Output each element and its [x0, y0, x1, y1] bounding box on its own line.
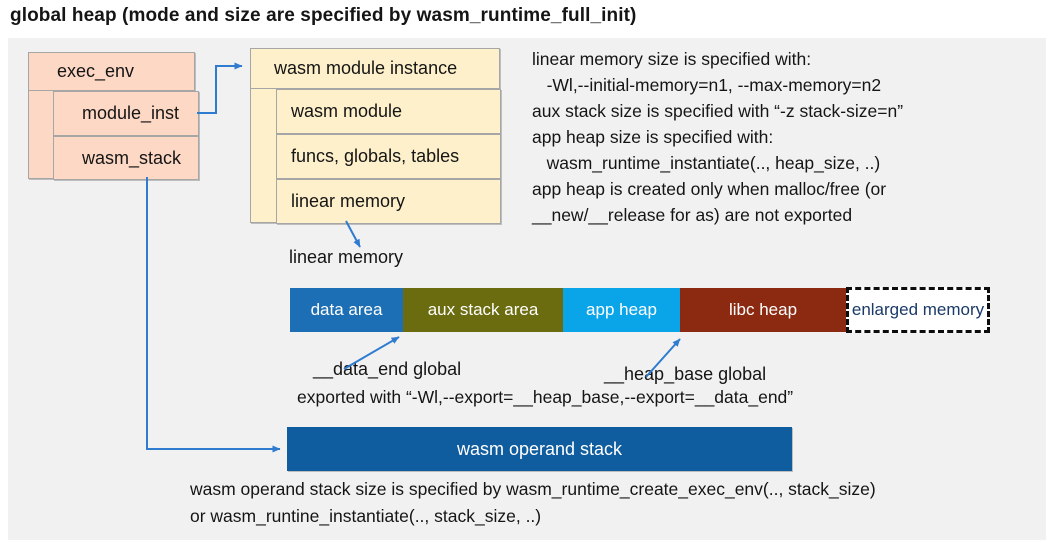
- footer-note: or wasm_runtine_instantiate(.., stack_si…: [190, 506, 542, 526]
- exec-env-title: exec_env: [29, 53, 194, 91]
- segment-enlarged-memory: enlarged memory: [846, 287, 990, 333]
- data-end-global-label: __data_end global: [313, 359, 462, 379]
- note-line: wasm_runtime_instantiate(.., heap_size, …: [532, 153, 881, 173]
- wasm-module-instance-title: wasm module instance: [251, 49, 499, 89]
- note-line: linear memory size is specified with:: [532, 49, 812, 69]
- exec-env-box: exec_env module_inst wasm_stack: [28, 52, 199, 180]
- diagram-title: global heap (mode and size are specified…: [10, 5, 637, 26]
- wasm-operand-stack-bar: wasm operand stack: [287, 427, 792, 471]
- segment-libc-heap: libc heap: [680, 288, 846, 332]
- segment-data-area: data area: [290, 288, 403, 332]
- exec-env-row-wasm-stack: wasm_stack: [53, 136, 199, 180]
- wasm-module-instance-box: wasm module instance wasm module funcs, …: [250, 48, 501, 224]
- notes-block: linear memory size is specified with: -W…: [532, 46, 1037, 228]
- export-note: exported with “-Wl,--export=__heap_base,…: [297, 387, 794, 407]
- row-funcs-globals-tables: funcs, globals, tables: [276, 134, 501, 179]
- note-line: app heap size is specified with:: [532, 127, 774, 147]
- note-line: -Wl,--initial-memory=n1, --max-memory=n2: [532, 75, 882, 95]
- linear-memory-label: linear memory: [289, 247, 404, 267]
- row-linear-memory: linear memory: [276, 179, 501, 224]
- heap-base-global-label: __heap_base global: [604, 364, 767, 384]
- linear-memory-bar: data area aux stack area app heap libc h…: [290, 287, 990, 333]
- segment-app-heap: app heap: [563, 288, 680, 332]
- note-line: app heap is created only when malloc/fre…: [532, 179, 887, 199]
- note-line: aux stack size is specified with “-z sta…: [532, 101, 904, 121]
- footer-note: wasm operand stack size is specified by …: [190, 479, 876, 499]
- exec-env-row-module-inst: module_inst: [53, 91, 199, 136]
- note-line: __new/__release for as) are not exported: [532, 205, 853, 225]
- segment-aux-stack-area: aux stack area: [403, 288, 563, 332]
- row-wasm-module: wasm module: [276, 89, 501, 134]
